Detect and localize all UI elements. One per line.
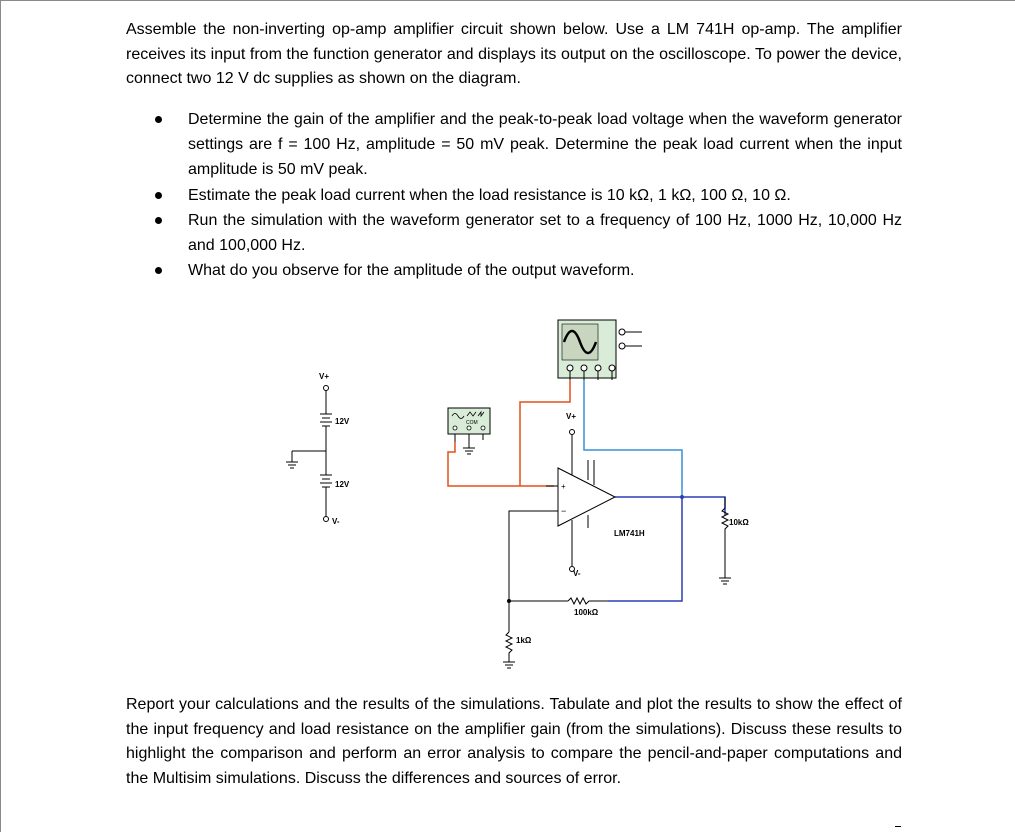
feedback-resistor-label: 100kΩ <box>574 608 599 617</box>
task-list: Determine the gain of the amplifier and … <box>126 107 902 283</box>
generator-com-label: COM <box>466 420 478 426</box>
function-generator: COM <box>447 407 491 455</box>
opamp: + − <box>546 429 617 572</box>
junction-dot <box>507 599 511 603</box>
task-text: Run the simulation with the waveform gen… <box>188 211 902 255</box>
task-item-gain: Determine the gain of the amplifier and … <box>126 107 902 183</box>
bullet-icon <box>155 191 162 199</box>
task-item-load-current: Estimate the peak load current when the … <box>126 183 902 208</box>
task-text: Estimate the peak load current when the … <box>188 186 791 204</box>
task-item-frequency: Run the simulation with the waveform gen… <box>126 208 902 258</box>
page-top-border <box>0 0 1015 1</box>
supply-12v-bottom-label: 12V <box>335 480 350 489</box>
dc-supply: V+ <box>286 372 332 522</box>
report-paragraph: Report your calculations and the results… <box>126 696 902 787</box>
load-resistor-label: 10kΩ <box>729 518 749 527</box>
generator-wire <box>447 380 571 487</box>
opamp-model-label: LM741H <box>614 529 645 538</box>
load-resistor <box>719 497 731 585</box>
bullet-icon <box>155 216 162 224</box>
junction-dot <box>680 495 684 499</box>
output-wire <box>608 496 726 602</box>
ground-resistor-label: 1kΩ <box>516 636 532 645</box>
supply-vminus-label: V- <box>332 517 340 526</box>
oscilloscope <box>557 319 642 380</box>
page-left-border <box>0 0 1 832</box>
task-text: Determine the gain of the amplifier and … <box>188 111 902 179</box>
svg-text:−: − <box>561 506 566 516</box>
task-item-observe: What do you observe for the amplitude of… <box>126 258 902 283</box>
circuit-diagram: V+ 12V 12V V- COM <box>286 319 749 669</box>
svg-text:+: + <box>561 482 566 491</box>
bullet-icon <box>155 116 162 123</box>
feedback-network <box>503 510 608 669</box>
supply-12v-top-label: 12V <box>335 417 350 426</box>
scope-wire <box>583 380 683 498</box>
opamp-vminus-label: V- <box>573 569 581 578</box>
bullet-icon <box>155 267 162 275</box>
supply-vplus-label: V+ <box>319 372 329 381</box>
intro-paragraph: Assemble the non-inverting op-amp amplif… <box>126 21 902 88</box>
opamp-vplus-label: V+ <box>566 412 576 421</box>
task-text: What do you observe for the amplitude of… <box>188 262 635 280</box>
page-corner-mark <box>895 826 901 827</box>
